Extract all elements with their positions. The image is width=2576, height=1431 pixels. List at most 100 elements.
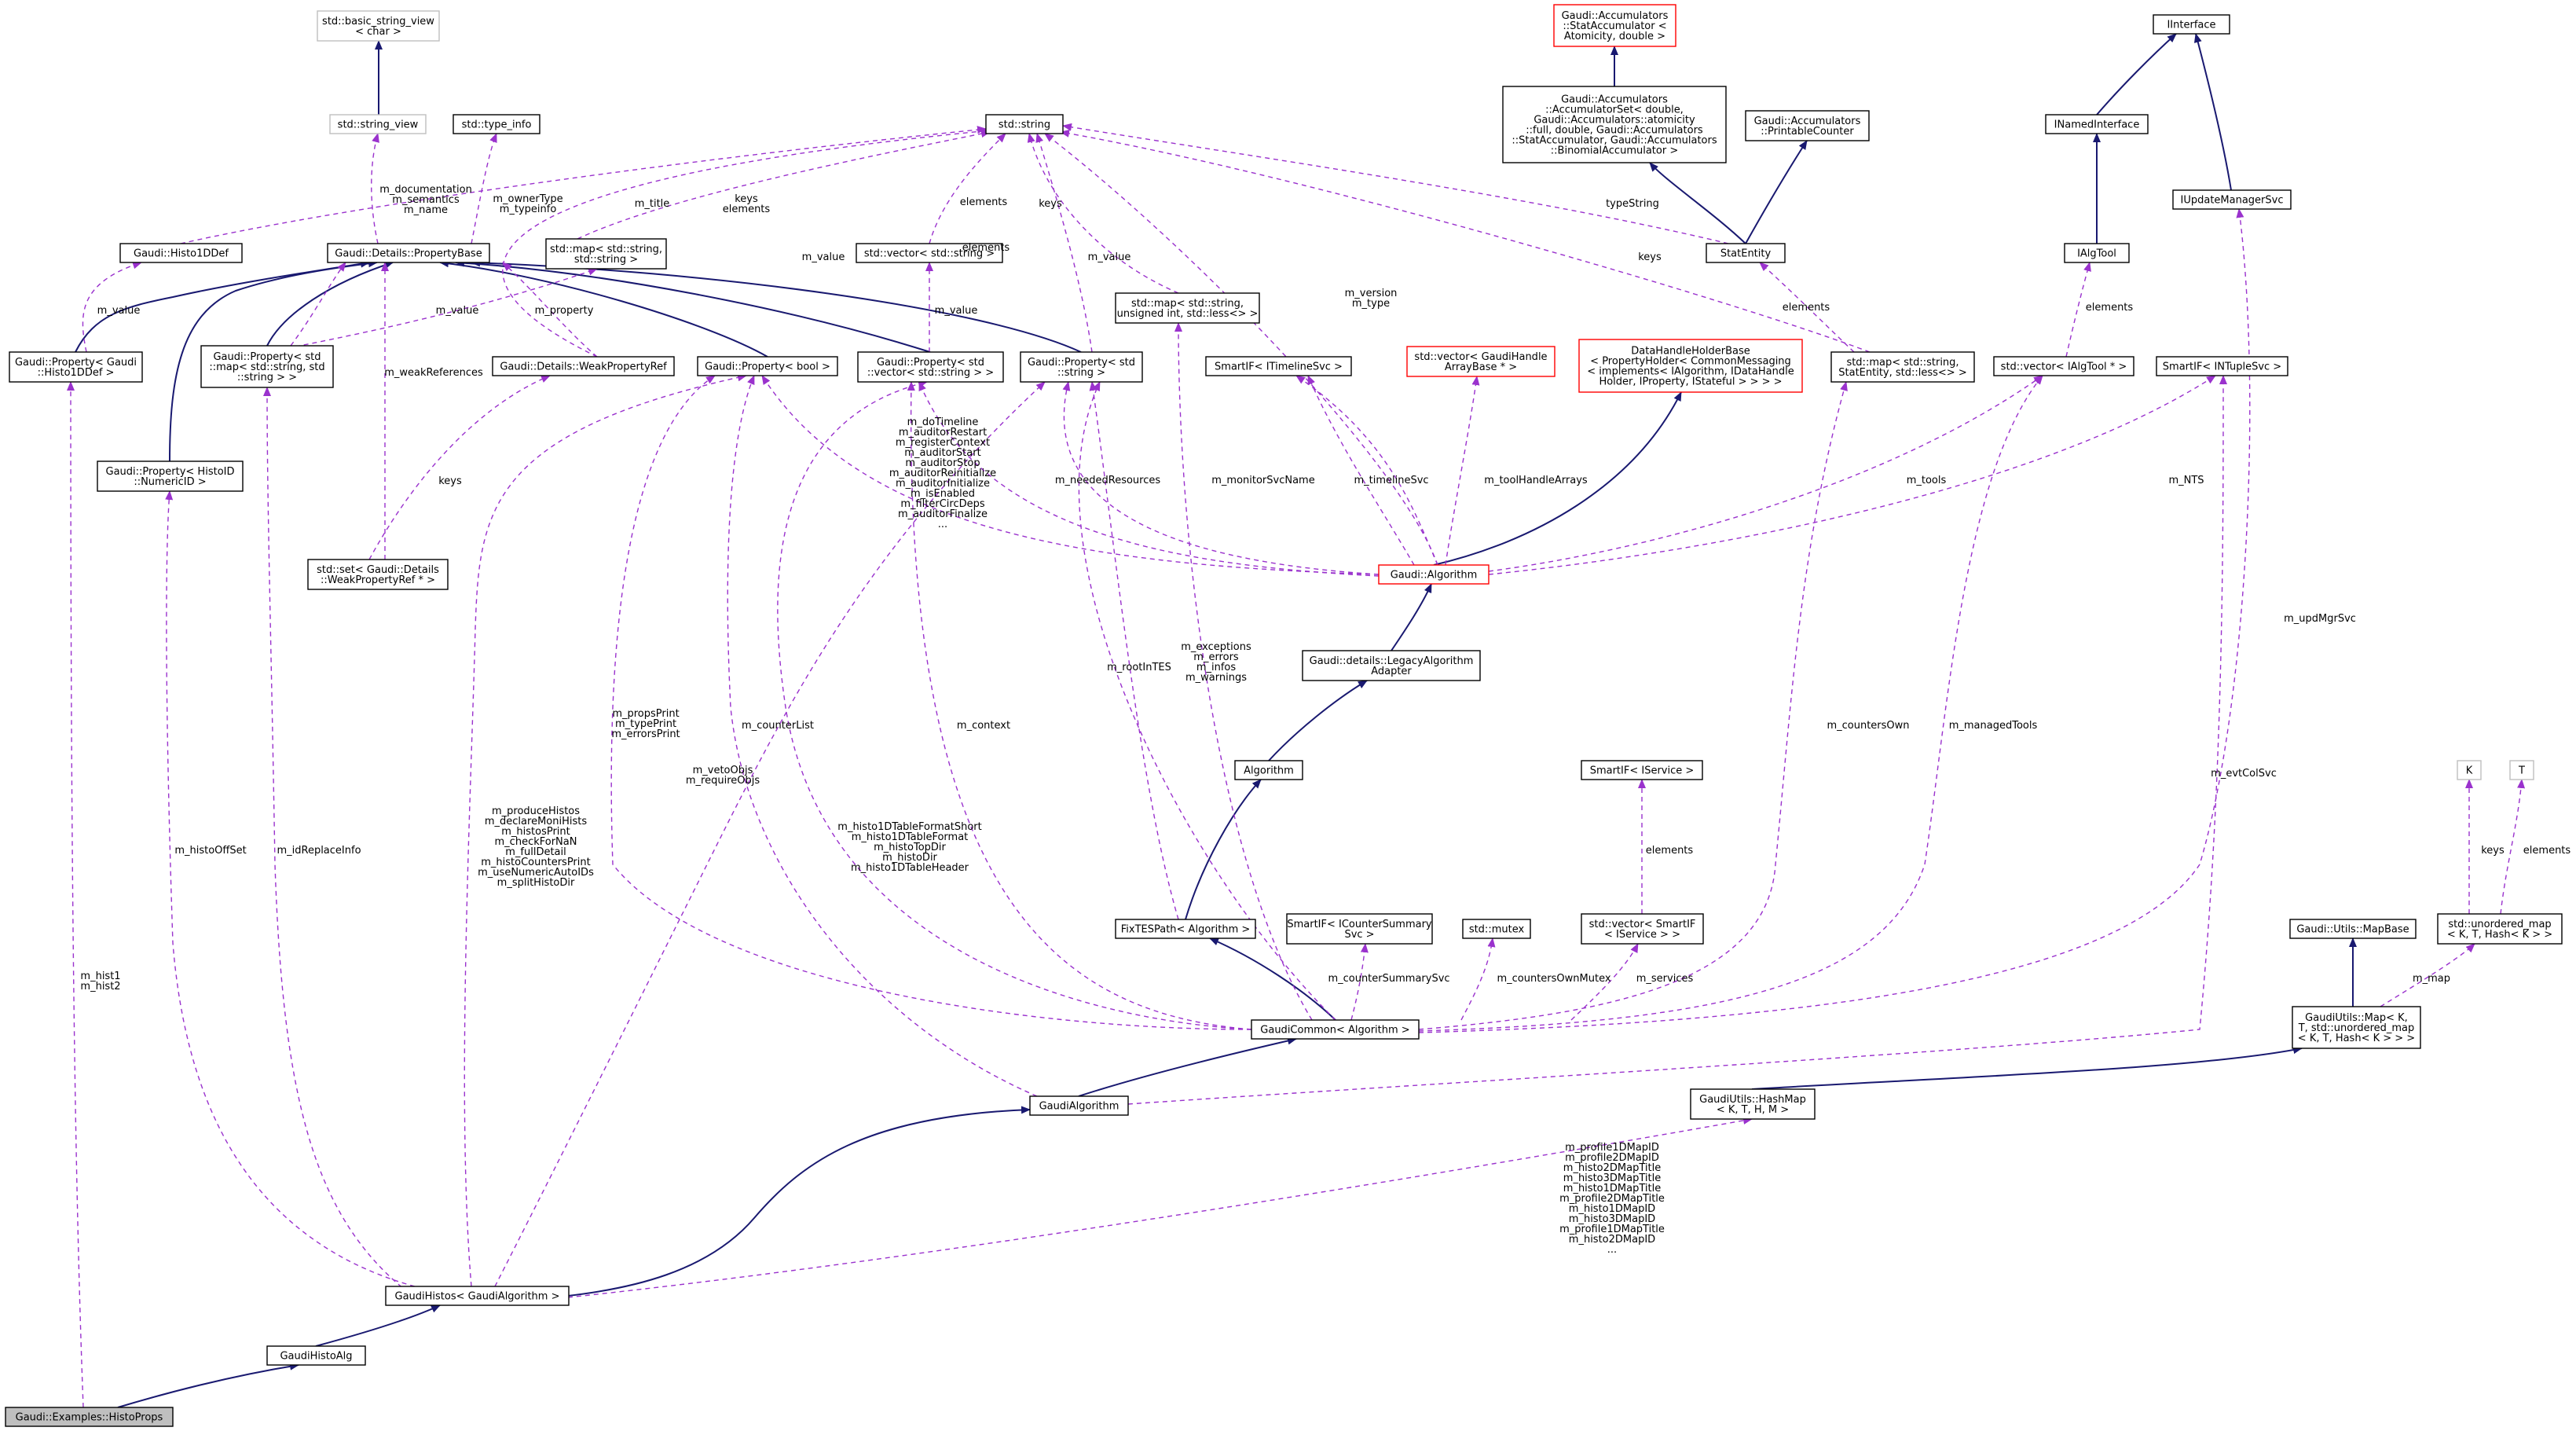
class-name: std::vector< IAlgTool * > xyxy=(2001,361,2127,373)
class-node-pvec[interactable]: Gaudi::Property< std::vector< std::strin… xyxy=(857,351,1004,383)
member-edge xyxy=(1759,262,1855,353)
class-node-gha[interactable]: GaudiHistoAlg xyxy=(266,1345,366,1366)
class-node-setw[interactable]: std::set< Gaudi::Details::WeakPropertyRe… xyxy=(307,559,449,590)
class-node-mtx[interactable]: std::mutex xyxy=(1462,919,1531,939)
class-name: Gaudi::Utils::MapBase xyxy=(2296,924,2409,936)
class-node-tlsvc[interactable]: SmartIF< ITimelineSvc > xyxy=(1205,356,1352,376)
class-node-pmap[interactable]: Gaudi::Property< std::map< std::string, … xyxy=(200,345,334,388)
class-node-mapse[interactable]: std::map< std::string,StatEntity, std::l… xyxy=(1830,351,1975,383)
class-name: Gaudi::Examples::HistoProps xyxy=(16,1412,163,1424)
class-node-galgo[interactable]: GaudiAlgorithm xyxy=(1029,1095,1129,1116)
class-box xyxy=(857,351,1004,383)
class-name: std::string_view xyxy=(338,119,419,131)
class-box xyxy=(1406,346,1555,377)
member-edge xyxy=(761,375,1380,575)
class-node-iif[interactable]: IInterface xyxy=(2153,14,2230,35)
class-name: std::map< std::string,std::string > xyxy=(550,244,662,266)
edge-label-l36: m_idReplaceInfo xyxy=(277,845,361,857)
edge-label-l14: m_value xyxy=(935,305,978,317)
class-node-alg[interactable]: Algorithm xyxy=(1234,760,1303,780)
class-node-mapss[interactable]: std::map< std::string,std::string > xyxy=(545,238,667,270)
class-node-gcom[interactable]: GaudiCommon< Algorithm > xyxy=(1251,1019,1420,1040)
class-node-dhh[interactable]: DataHandleHolderBase< PropertyHolder< Co… xyxy=(1578,339,1803,393)
class-name: std::set< Gaudi::Details::WeakPropertyRe… xyxy=(317,564,439,586)
edge-label-l16: m_property xyxy=(535,305,594,317)
class-node-pnid[interactable]: Gaudi::Property< HistoID::NumericID > xyxy=(97,460,244,492)
class-box xyxy=(1462,919,1531,939)
edge-label-l44: m_services xyxy=(1636,973,1694,985)
edge-label-l22: m_monitorSvcName xyxy=(1211,475,1314,486)
class-node-ti[interactable]: std::type_info xyxy=(453,114,540,134)
class-node-ph1d[interactable]: Gaudi::Property< Gaudi::Histo1DDef > xyxy=(9,351,143,383)
class-node-mapsu[interactable]: std::map< std::string,unsigned int, std:… xyxy=(1115,292,1260,324)
class-node-mapb[interactable]: Gaudi::Utils::MapBase xyxy=(2289,919,2417,939)
inheritance-edge xyxy=(455,259,931,353)
class-node-fix[interactable]: FixTESPath< Algorithm > xyxy=(1115,919,1256,939)
class-name: Gaudi::Property< std::vector< std::strin… xyxy=(867,357,994,379)
edge-label-l7: m_value xyxy=(802,251,845,263)
class-name: std::vector< std::string > xyxy=(864,248,995,260)
class-node-wpr[interactable]: Gaudi::Details::WeakPropertyRef xyxy=(492,356,675,376)
class-node-pb[interactable]: Gaudi::Details::PropertyBase xyxy=(327,243,490,263)
class-node-gmap[interactable]: GaudiUtils::Map< K,T, std::unordered_map… xyxy=(2292,1006,2421,1049)
class-box xyxy=(1251,1019,1420,1040)
edge-label-l50: elements xyxy=(960,196,1008,208)
class-node-vtool[interactable]: std::vector< IAlgTool * > xyxy=(1993,356,2134,376)
class-node-kk[interactable]: K xyxy=(2457,760,2482,780)
class-node-aset[interactable]: Gaudi::Accumulators::AccumulatorSet< dou… xyxy=(1502,86,1727,163)
class-box xyxy=(985,114,1064,134)
class-node-pbool[interactable]: Gaudi::Property< bool > xyxy=(697,356,838,376)
class-name: Gaudi::Accumulators::StatAccumulator <At… xyxy=(1562,10,1669,42)
class-node-vecs[interactable]: std::vector< std::string > xyxy=(856,243,1003,263)
class-node-galg[interactable]: Gaudi::Algorithm xyxy=(1378,564,1490,585)
class-name: Gaudi::Accumulators::PrintableCounter xyxy=(1754,116,1861,138)
class-node-pcnt[interactable]: Gaudi::Accumulators::PrintableCounter xyxy=(1745,110,1870,141)
edge-label-l30: m_counterList xyxy=(742,720,814,732)
class-node-hmap[interactable]: GaudiUtils::HashMap< K, T, H, M > xyxy=(1690,1088,1816,1120)
class-node-pstr[interactable]: Gaudi::Property< std::string > xyxy=(1020,351,1143,383)
class-name: StatEntity xyxy=(1720,248,1772,260)
edge-label-l18: m_weakReferences xyxy=(384,367,483,379)
class-name: FixTESPath< Algorithm > xyxy=(1121,924,1251,936)
class-box xyxy=(307,559,449,590)
class-node-se[interactable]: StatEntity xyxy=(1706,243,1786,263)
class-node-ghis[interactable]: GaudiHistos< GaudiAlgorithm > xyxy=(385,1286,570,1306)
member-edge xyxy=(82,261,142,353)
class-name: Gaudi::Property< bool > xyxy=(705,361,830,373)
member-edge xyxy=(368,375,551,560)
member-edge xyxy=(180,126,987,244)
member-edge xyxy=(165,490,441,1293)
class-node-h1d[interactable]: Gaudi::Histo1DDef xyxy=(119,243,243,263)
class-node-sv[interactable]: std::string_view xyxy=(329,114,427,134)
member-edge xyxy=(494,381,1046,1287)
class-node-bsv[interactable]: std::basic_string_view< char > xyxy=(317,10,440,42)
class-box xyxy=(9,351,143,383)
class-node-vsi[interactable]: std::vector< SmartIF< IService > > xyxy=(1581,913,1704,945)
class-node-ntsvc[interactable]: SmartIF< INTupleSvc > xyxy=(2156,356,2288,376)
edge-label-l38: m_countersOwn xyxy=(1827,720,1909,732)
class-box xyxy=(1578,339,1803,393)
edge-label-l13: elements xyxy=(2086,302,2134,314)
inheritance-edge xyxy=(117,1362,299,1408)
class-node-sacc[interactable]: Gaudi::Accumulators::StatAccumulator <At… xyxy=(1553,4,1676,47)
class-node-ialg[interactable]: IAlgTool xyxy=(2064,243,2130,263)
class-box xyxy=(1234,760,1303,780)
class-node-hp[interactable]: Gaudi::Examples::HistoProps xyxy=(5,1407,174,1427)
class-node-umap[interactable]: std::unordered_map< K, T, Hash< K > > xyxy=(2437,913,2563,945)
class-node-inif[interactable]: INamedInterface xyxy=(2045,114,2149,134)
class-box xyxy=(1302,650,1481,681)
class-name: Gaudi::Accumulators::AccumulatorSet< dou… xyxy=(1512,94,1717,157)
edge-label-l28: m_rootInTES xyxy=(1107,662,1171,673)
class-node-sisvc[interactable]: SmartIF< IService > xyxy=(1581,760,1703,780)
member-edge xyxy=(1035,133,1093,353)
class-node-iupd[interactable]: IUpdateManagerSvc xyxy=(2172,189,2292,210)
class-name: GaudiHistoAlg xyxy=(280,1351,352,1363)
class-node-str[interactable]: std::string xyxy=(985,114,1064,134)
class-node-tt[interactable]: T xyxy=(2509,760,2534,780)
inheritance-edge xyxy=(266,261,394,347)
